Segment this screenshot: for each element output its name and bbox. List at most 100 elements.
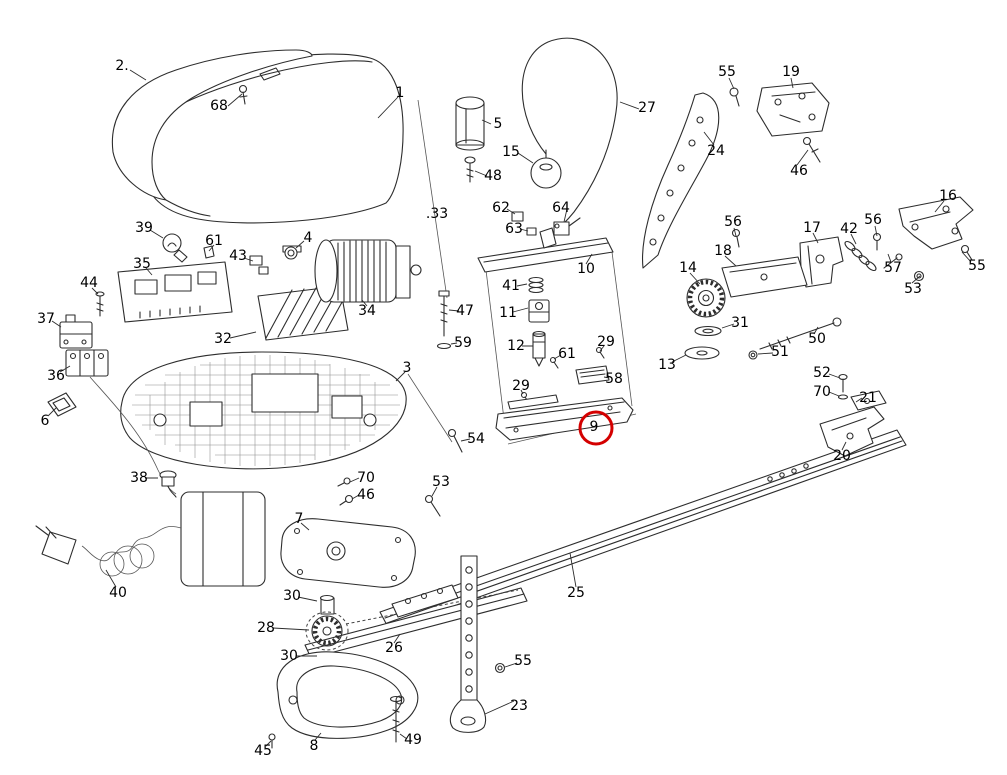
- part-label-34: 34: [358, 303, 376, 319]
- choke-4: [282, 245, 302, 260]
- fastener-group-center: [436, 290, 463, 453]
- part-label-2: 2.: [115, 58, 129, 74]
- part-label-16: 16: [939, 188, 957, 204]
- electronics-group: [47, 233, 349, 495]
- part-label-28: 28: [257, 620, 275, 636]
- part-label-46: 46: [790, 163, 808, 179]
- nut-51: [748, 350, 758, 360]
- cable-loop-group: [521, 37, 618, 234]
- curved-arm-group: [641, 92, 720, 269]
- part-label-56: 56: [864, 212, 882, 228]
- part-label-50: 50: [808, 331, 826, 347]
- part-label-10: 10: [577, 261, 595, 277]
- part-label-59: 59: [454, 335, 472, 351]
- screw-68: [238, 84, 248, 105]
- part-label-54: 54: [467, 431, 485, 447]
- power-group: [35, 470, 266, 587]
- limit-switch-group: [477, 211, 614, 404]
- screw-29a: [595, 346, 605, 359]
- part-label-63: 63: [505, 221, 523, 237]
- part-label-68: 68: [210, 98, 228, 114]
- cover-group: [111, 49, 404, 224]
- chassis-plate-group: [120, 351, 407, 470]
- part-label-70: 70: [813, 384, 831, 400]
- screw-55-top: [729, 87, 740, 107]
- part-label-20: 20: [833, 448, 851, 464]
- plug-6: [47, 392, 77, 417]
- part-label-23: 23: [510, 698, 528, 714]
- part-label-43: 43: [229, 248, 247, 264]
- door-bracket-group: [449, 555, 506, 733]
- part-label-53: 53: [904, 281, 922, 297]
- part-label-51: 51: [771, 344, 789, 360]
- motor-group: [314, 239, 422, 303]
- screw-57: [883, 253, 903, 269]
- mid-bracket-group: [721, 228, 844, 298]
- part-label-21: 21: [859, 390, 877, 406]
- part-label-38: 38: [130, 470, 148, 486]
- part-label-56: 56: [724, 214, 742, 230]
- part-label-61: 61: [205, 233, 223, 249]
- screw-55-right: [960, 244, 973, 261]
- plug-40: [35, 525, 77, 565]
- part-label-7: 7: [294, 511, 304, 527]
- part-label-14: 14: [679, 260, 697, 276]
- part-label-57: 57: [884, 260, 902, 276]
- bolt-50: [759, 317, 842, 350]
- part-9-group: [495, 394, 634, 446]
- part-label-33: .33: [425, 206, 449, 222]
- part-label-30: 30: [283, 588, 301, 604]
- part-label-58: 58: [605, 371, 623, 387]
- capacitor-group: [455, 96, 485, 183]
- part-label-19: 19: [782, 64, 800, 80]
- screw-44: [95, 291, 105, 317]
- grommet-38: [159, 470, 177, 498]
- screw-70-left: [337, 477, 351, 487]
- part-label-29: 29: [597, 334, 615, 350]
- part-label-12: 12: [507, 338, 525, 354]
- part-label-45: 45: [254, 743, 272, 759]
- part-label-41: 41: [502, 278, 520, 294]
- spring-41: [528, 276, 544, 294]
- part-label-31: 31: [731, 315, 749, 331]
- header-bracket-group: [729, 82, 830, 163]
- bolt-49: [389, 695, 403, 743]
- part-label-32: 32: [214, 331, 232, 347]
- screw-48: [464, 156, 476, 183]
- part-label-18: 18: [714, 243, 732, 259]
- screw-53-right: [913, 270, 925, 282]
- screw-46-top: [802, 136, 821, 163]
- part-label-39: 39: [135, 220, 153, 236]
- screw-54: [447, 428, 463, 453]
- part-label-26: 26: [385, 640, 403, 656]
- part-label-15: 15: [502, 144, 520, 160]
- part-label-37: 37: [37, 311, 55, 327]
- part-label-53: 53: [432, 474, 450, 490]
- part-label-13: 13: [658, 357, 676, 373]
- screw-45: [268, 733, 276, 749]
- screw-46-left: [339, 494, 354, 506]
- screw-52: [838, 373, 848, 393]
- gear-stack-group: [684, 278, 842, 360]
- part-label-29: 29: [512, 378, 530, 394]
- part-label-46: 46: [357, 487, 375, 503]
- part-label-49: 49: [404, 732, 422, 748]
- part-label-25: 25: [567, 585, 585, 601]
- part-label-3: 3: [402, 360, 412, 376]
- part-label-17: 17: [803, 220, 821, 236]
- terminal-36: [65, 349, 109, 377]
- part-label-55: 55: [968, 258, 986, 274]
- screw-56-left: [731, 228, 741, 248]
- part-label-24: 24: [707, 143, 725, 159]
- highlight-circle: [578, 410, 614, 446]
- part-label-35: 35: [133, 256, 151, 272]
- part-label-52: 52: [813, 365, 831, 381]
- part-label-48: 48: [484, 168, 502, 184]
- part-label-42: 42: [840, 221, 858, 237]
- part-label-5: 5: [493, 116, 503, 132]
- part-label-47: 47: [456, 303, 474, 319]
- part-label-44: 44: [80, 275, 98, 291]
- part-label-27: 27: [638, 100, 656, 116]
